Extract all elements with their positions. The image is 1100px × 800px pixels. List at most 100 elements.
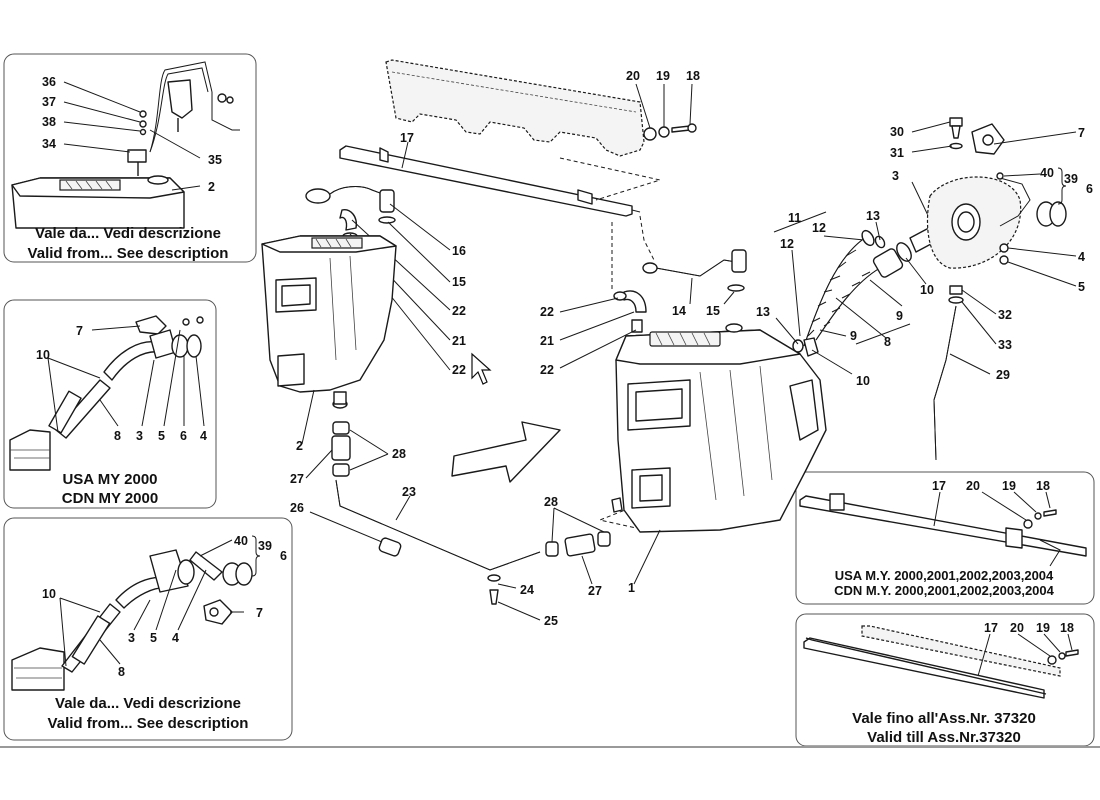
callout-main-31: 31 (890, 146, 904, 160)
callout-main-9a: 9 (850, 329, 857, 343)
callout-main-11: 11 (788, 211, 801, 225)
callout-ml-7: 7 (76, 324, 83, 338)
support-bar-17 (339, 145, 641, 217)
callout-br-17: 17 (984, 621, 998, 635)
callout-bl-39: 39 (258, 539, 272, 553)
callout-main-2: 2 (296, 439, 303, 453)
callout-main-28a: 28 (392, 447, 406, 461)
inset-mid-left-leaders (47, 325, 205, 433)
inset-box-bottom-left (3, 517, 293, 741)
sleeves-28-27-left (301, 389, 389, 479)
callout-main-3: 3 (892, 169, 899, 183)
callout-mr-17: 17 (932, 479, 946, 493)
plug-26 (309, 511, 402, 557)
inset-ml-caption-line2: CDN MY 2000 (62, 490, 158, 507)
callout-ml-4: 4 (200, 429, 207, 443)
inset-top-left-leaders (63, 81, 201, 191)
callout-main-16: 16 (452, 244, 466, 258)
inset-bottom-left-drawing (11, 549, 253, 691)
inset-mr-caption-line1: USA M.Y. 2000,2001,2002,2003,2004 (835, 568, 1054, 583)
inset-box-mid-right (795, 471, 1095, 605)
callout-ml-3: 3 (136, 429, 143, 443)
sleeves-28-27-right (545, 507, 611, 585)
callout-tl-38: 38 (42, 115, 56, 129)
inset-br-caption-line2: Valid till Ass.Nr.37320 (867, 729, 1021, 746)
callout-tl-2: 2 (208, 180, 215, 194)
callout-ml-10: 10 (36, 348, 50, 362)
projection-lines (559, 157, 662, 529)
callout-main-29: 29 (996, 368, 1010, 382)
callout-bl-6: 6 (280, 549, 287, 563)
inset-mid-left-drawing (9, 315, 204, 471)
vent-line-14 (559, 249, 747, 369)
left-fuel-tank (261, 235, 397, 409)
callout-main-17: 17 (400, 131, 414, 145)
callout-bl-7: 7 (256, 606, 263, 620)
callout-tl-34: 34 (42, 137, 56, 151)
callout-main-24: 24 (520, 583, 534, 597)
inset-ml-caption-line1: USA MY 2000 (62, 471, 157, 488)
callout-main-22c: 22 (540, 305, 554, 319)
callout-main-22a: 22 (452, 304, 466, 318)
callout-main-25: 25 (544, 614, 558, 628)
callout-main-6: 6 (1086, 182, 1093, 196)
inset-tl-caption-line1: Vale da... Vedi descrizione (35, 225, 221, 242)
inset-mid-right-drawing (799, 491, 1087, 567)
callout-main-23: 23 (402, 485, 416, 499)
inset-top-left-drawing (11, 61, 240, 229)
callout-main-20: 20 (626, 69, 640, 83)
direction-arrow (451, 421, 561, 483)
hose-16-assembly (305, 186, 396, 224)
callout-main-30: 30 (890, 125, 904, 139)
callout-main-15: 15 (452, 275, 466, 289)
callout-main-14: 14 (672, 304, 686, 318)
elbow-22-21 (339, 209, 358, 240)
inset-br-caption-line1: Vale fino all'Ass.Nr. 37320 (852, 710, 1036, 727)
inset-tl-caption-line2: Valid from... See description (28, 245, 229, 262)
callout-main-13b: 13 (756, 305, 770, 319)
callout-ml-5: 5 (158, 429, 165, 443)
callout-bl-10: 10 (42, 587, 56, 601)
inset-box-mid-left (3, 299, 217, 509)
callout-main-10b: 10 (920, 283, 934, 297)
callout-bl-3: 3 (128, 631, 135, 645)
inset-bl-caption-line1: Vale da... Vedi descrizione (55, 695, 241, 712)
callout-main-18: 18 (686, 69, 700, 83)
callout-main-27a: 27 (290, 472, 304, 486)
callout-main-22d: 22 (540, 363, 554, 377)
right-fuel-tank (611, 323, 827, 585)
callout-ml-6: 6 (180, 429, 187, 443)
callout-main-12a: 12 (780, 237, 794, 251)
filler-neck (926, 117, 1067, 304)
callout-tl-35: 35 (208, 153, 222, 167)
inset-bl-caption-line2: Valid from... See description (48, 715, 249, 732)
callout-bl-5: 5 (150, 631, 157, 645)
callout-main-22b: 22 (452, 363, 466, 377)
inset-bottom-left-leaders (59, 535, 261, 667)
callout-main-21b: 21 (540, 334, 554, 348)
heat-shield (385, 59, 645, 157)
drain-hose-29 (933, 305, 957, 461)
callout-main-19: 19 (656, 69, 670, 83)
callout-main-15b: 15 (706, 304, 720, 318)
callout-main-4: 4 (1078, 250, 1085, 264)
callout-main-39: 39 (1064, 172, 1078, 186)
callout-bl-8: 8 (118, 665, 125, 679)
callout-main-9b: 9 (896, 309, 903, 323)
callout-main-12b: 12 (812, 221, 826, 235)
callout-main-40: 40 (1040, 166, 1054, 180)
callout-main-27b: 27 (588, 584, 602, 598)
mouse-cursor-icon (471, 352, 492, 385)
callout-bl-40: 40 (234, 534, 248, 548)
callout-main-7: 7 (1078, 126, 1085, 140)
callout-mr-18: 18 (1036, 479, 1050, 493)
fasteners-top (635, 83, 697, 141)
filler-leaders (773, 181, 935, 375)
callout-mr-20: 20 (966, 479, 980, 493)
inset-bottom-right-drawing (803, 625, 1079, 699)
callout-bl-4: 4 (172, 631, 179, 645)
callout-main-13a: 13 (866, 209, 880, 223)
filler-neck-leaders (911, 121, 1077, 375)
callout-br-20: 20 (1010, 621, 1024, 635)
callout-tl-36: 36 (42, 75, 56, 89)
